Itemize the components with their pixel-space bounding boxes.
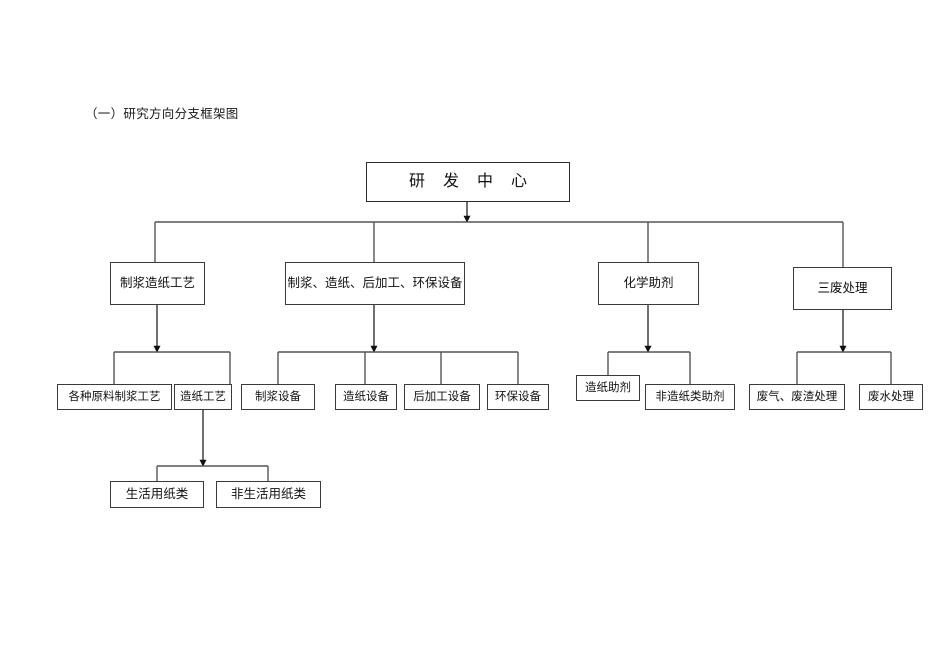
node-nonpaper-additives[interactable]: 非造纸类助剂 (645, 384, 735, 410)
node-root[interactable]: 研 发 中 心 (366, 162, 570, 202)
page-title: （一）研究方向分支框架图 (85, 107, 239, 121)
node-nonhousehold-paper[interactable]: 非生活用纸类 (216, 481, 321, 508)
node-wastewater-treatment[interactable]: 废水处理 (859, 384, 923, 410)
node-three-wastes[interactable]: 三废处理 (793, 267, 892, 310)
node-papermaking-equipment[interactable]: 造纸设备 (335, 384, 397, 410)
node-gas-residue-treatment[interactable]: 废气、废渣处理 (749, 384, 845, 410)
node-raw-material-pulping[interactable]: 各种原料制浆工艺 (57, 384, 172, 410)
node-papermaking-process[interactable]: 造纸工艺 (174, 384, 232, 410)
node-paper-additives[interactable]: 造纸助剂 (576, 375, 640, 401)
node-postprocessing-equipment[interactable]: 后加工设备 (404, 384, 480, 410)
node-pulp-paper-process[interactable]: 制浆造纸工艺 (110, 262, 205, 305)
node-chemical-additives[interactable]: 化学助剂 (598, 262, 699, 305)
node-household-paper[interactable]: 生活用纸类 (110, 481, 204, 508)
node-pulping-equipment[interactable]: 制浆设备 (241, 384, 315, 410)
node-environmental-equipment[interactable]: 环保设备 (487, 384, 549, 410)
node-equipment[interactable]: 制浆、造纸、后加工、环保设备 (285, 262, 465, 305)
